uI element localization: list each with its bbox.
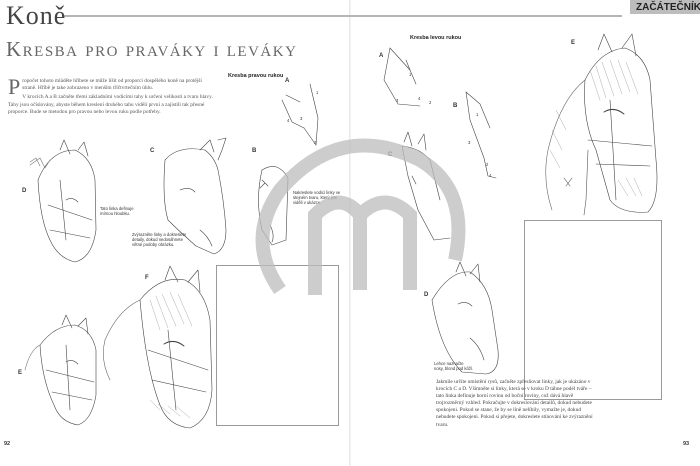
page-subtitle: Kresba pro praváky i leváky (6, 37, 298, 61)
stroke-number: 3 (300, 116, 303, 121)
annotation-c: Zvýrazněte linky a dokreslete detaily, d… (132, 232, 187, 247)
stroke-number: 1 (316, 90, 319, 95)
step-letter-d-right: D (424, 292, 429, 298)
intro-text: P ropočet tohoto mláděte hříbete se může… (8, 74, 213, 118)
heading-right-hand: Kresba pravou rukou (228, 73, 284, 79)
practice-frame-left (216, 265, 339, 426)
header-rule (0, 10, 700, 20)
intro-paragraph-1: ropočet tohoto mláděte hříbete se může l… (22, 78, 202, 92)
stroke-number: 3 (396, 98, 399, 103)
stroke-number: 4 (489, 173, 492, 178)
stroke-number: 2 (486, 162, 489, 167)
horse-head-d-right (431, 261, 499, 375)
watermark-logo (255, 138, 466, 295)
annotation-b: Nakreslete vodicí linky ve stejném tvaru… (293, 190, 341, 205)
heading-left-hand: Kresba levou rukou (410, 35, 462, 41)
guide-a-right (281, 83, 319, 146)
step-letter-f: F (145, 275, 149, 281)
step-letter-a: A (285, 78, 290, 84)
stroke-number: 2 (429, 100, 432, 105)
guide-d-left-top (29, 157, 41, 167)
step-letter-b-right: B (453, 103, 458, 109)
stroke-number: 3 (468, 140, 471, 145)
page-number-left: 92 (4, 441, 11, 447)
section-tag: ZAČÁTEČNÍK (636, 2, 700, 13)
step-letter-e: E (18, 370, 23, 376)
horse-head-e-right (545, 33, 658, 216)
header-line (62, 15, 622, 17)
body-caption: Jakmile určíte umístění rysů, začněte zp… (436, 379, 593, 428)
annotation-d: Tato linka definuje mírnou hloubku. (100, 206, 134, 216)
drop-cap: P (8, 74, 21, 99)
stroke-number: 4 (287, 118, 290, 123)
guide-a-left (383, 47, 421, 107)
horse-head-d (29, 139, 97, 263)
step-letter-d: D (22, 188, 27, 194)
section-tag-background (630, 0, 700, 14)
horse-head-e (24, 314, 97, 426)
stroke-number: 1 (476, 112, 479, 117)
page-title: Koně (6, 1, 67, 30)
horse-head-c (163, 137, 227, 255)
stroke-number: 4 (418, 96, 421, 101)
step-letter-a-right: A (379, 53, 384, 59)
guide-b-left (465, 91, 497, 179)
practice-frame-right (524, 220, 662, 400)
step-letter-e-right: E (571, 40, 576, 46)
stroke-number: 2 (314, 140, 317, 145)
stroke-number: 1 (409, 72, 412, 77)
step-letter-c: C (150, 148, 155, 154)
intro-paragraph-2: V krocích A a B začněte třemi základními… (8, 94, 213, 115)
page-gutter (349, 0, 351, 466)
horse-head-f (103, 265, 213, 429)
annotation-d-right: Lehce naznačte nosy, blond pod kůží. (434, 361, 474, 371)
step-letter-b: B (252, 148, 257, 154)
page-number-right: 93 (683, 441, 690, 447)
